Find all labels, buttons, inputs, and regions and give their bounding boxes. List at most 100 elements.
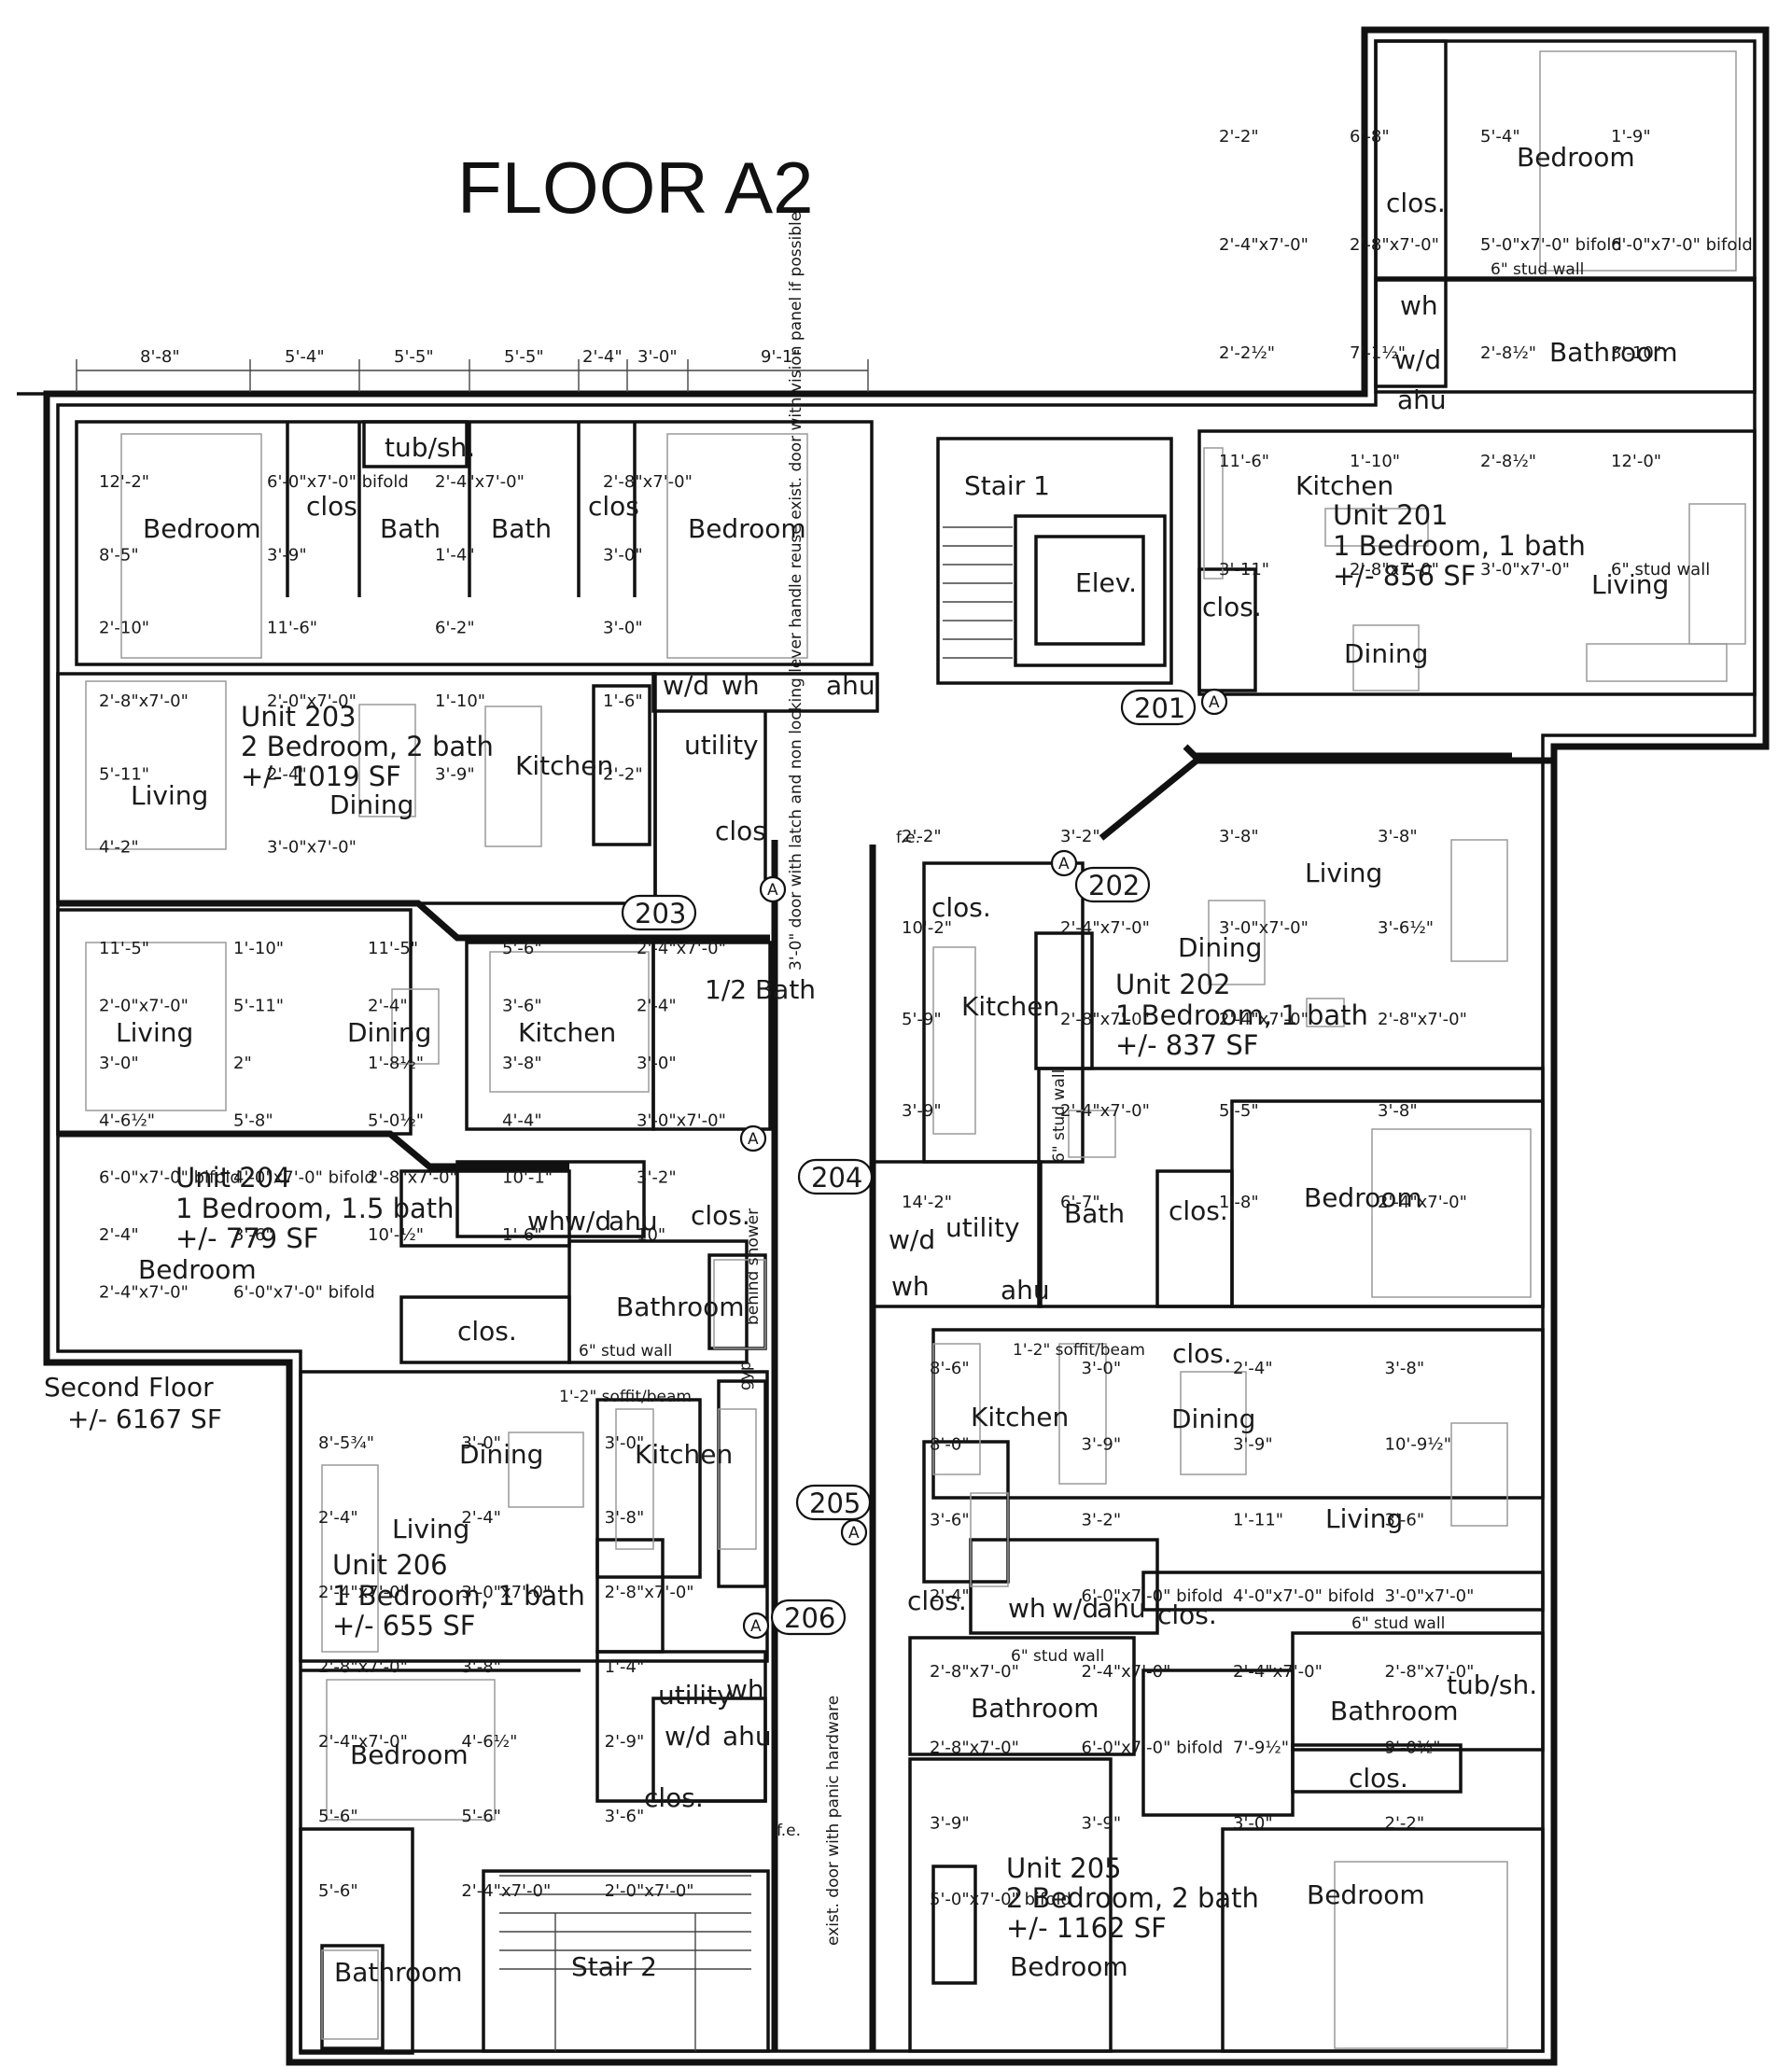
label-clos-203c: clos	[715, 816, 766, 846]
dim-u204-23: 10'-1"	[502, 1168, 553, 1188]
floor-area: +/- 6167 SF	[67, 1404, 222, 1434]
bubble-201: 201	[1134, 692, 1185, 724]
label-clos-201a: clos.	[1386, 188, 1446, 218]
dim-u205-4: 8'-0"	[930, 1434, 970, 1454]
dim-u202-15: 3'-8"	[1378, 1101, 1418, 1121]
dim-u201-17: 2'-8"x7'-0"	[1350, 560, 1439, 580]
unit-206-name: Unit 206	[332, 1549, 448, 1581]
dim-u205-21: 6'-0"x7'-0" bifold	[1082, 1738, 1224, 1757]
dim-u201-4: 2'-4"x7'-0"	[1219, 235, 1309, 255]
door-marker-204: A	[748, 1130, 759, 1149]
dim-u203-3: 2'-8"x7'-0"	[603, 472, 693, 492]
dim-u205-16: 2'-8"x7'-0"	[930, 1662, 1019, 1682]
note-stud-wall-204: 6" stud wall	[579, 1342, 672, 1361]
dim-u201-2: 5'-4"	[1480, 127, 1520, 147]
label-ahu-204: ahu	[609, 1206, 658, 1236]
label-clos-204b: clos.	[457, 1316, 517, 1347]
label-utility-206: utility	[658, 1680, 733, 1711]
dim-u202-12: 3'-9"	[902, 1101, 942, 1121]
dim-u205-19: 2'-8"x7'-0"	[1385, 1662, 1475, 1682]
dim-u203-13: 2'-0"x7'-0"	[267, 691, 357, 711]
dim-u202-16: 14'-2"	[902, 1193, 952, 1212]
dim-u202-0: 2'-2"	[902, 827, 942, 846]
dim-u205-11: 3'-6"	[1385, 1511, 1425, 1530]
door-marker-202: A	[1058, 855, 1070, 873]
dim-u203-2: 2'-4"x7'-0"	[435, 472, 525, 492]
dim-u201-18: 3'-0"x7'-0"	[1480, 560, 1570, 580]
dim-u202-4: 10'-2"	[902, 918, 952, 938]
dim-top-2: 5'-4"	[285, 347, 325, 367]
dim-u205-2: 2'-4"	[1233, 1359, 1273, 1378]
label-kitchen-204: Kitchen	[518, 1017, 616, 1048]
label-kitchen-206: Kitchen	[635, 1439, 733, 1470]
dim-u206-18: 5'-6"	[318, 1881, 358, 1901]
door-marker-206: A	[750, 1617, 762, 1636]
dim-u203-10: 6'-2"	[435, 619, 475, 638]
dim-u205-24: 3'-9"	[930, 1814, 970, 1834]
dim-u204-27: 10'-½"	[368, 1225, 424, 1245]
dim-u205-20: 2'-8"x7'-0"	[930, 1738, 1019, 1757]
dim-u204-22: 2'-8"x7'-0"	[368, 1168, 457, 1188]
label-bedroom-205a: Bedroom	[1307, 1879, 1425, 1910]
dim-u205-26: 3'-0"	[1233, 1814, 1273, 1834]
label-bedroom-203b: Bedroom	[688, 513, 806, 544]
dim-u205-12: 2'-4"	[930, 1586, 970, 1606]
label-wh-204: wh	[527, 1206, 566, 1236]
dim-top-6: 3'-0"	[637, 347, 678, 367]
dim-u203-16: 5'-11"	[99, 764, 149, 784]
unit-labels: Unit 201 1 Bedroom, 1 bath +/- 856 SF Un…	[175, 499, 1586, 1944]
dim-u205-23: 9'-0½"	[1385, 1738, 1441, 1757]
dim-u201-15: 12'-0"	[1611, 452, 1661, 471]
dim-u202-5: 2'-4"x7'-0"	[1060, 918, 1150, 938]
dim-u205-1: 3'-0"	[1082, 1359, 1122, 1378]
dim-u201-3: 1'-9"	[1611, 127, 1651, 147]
dim-top-5: 2'-4"	[582, 347, 623, 367]
dim-u204-5: 2'-0"x7'-0"	[99, 996, 189, 1015]
label-living-204: Living	[116, 1017, 193, 1048]
unit-206-desc: 1 Bedroom, 1 bath	[332, 1580, 585, 1612]
dim-u203-21: 3'-0"x7'-0"	[267, 838, 357, 858]
dim-u205-17: 2'-4"x7'-0"	[1082, 1662, 1171, 1682]
dim-u204-0: 11'-5"	[99, 939, 149, 958]
dim-u205-6: 3'-9"	[1233, 1434, 1273, 1454]
dim-u206-10: 3'-8"	[461, 1657, 501, 1677]
label-dining-206: Dining	[459, 1439, 543, 1470]
dim-u202-8: 5'-9"	[902, 1010, 942, 1029]
dim-u204-20: 6'-0"x7'-0" bifold	[99, 1168, 241, 1188]
label-wd-204: w/d	[565, 1206, 611, 1236]
dim-u202-10: 2'-4"x7'-0"	[1219, 1010, 1309, 1029]
label-clos-203b: clos	[588, 491, 639, 522]
dim-top-3: 5'-5"	[394, 347, 434, 367]
label-dining-201: Dining	[1344, 638, 1428, 669]
label-tub-203: tub/sh.	[385, 432, 475, 463]
bubble-202: 202	[1088, 870, 1140, 901]
dim-u203-6: 1'-4"	[435, 545, 475, 565]
dim-u201-16: 3'-11"	[1219, 560, 1269, 580]
dim-u201-1: 6'-8"	[1350, 127, 1390, 147]
dim-u206-11: 1'-4"	[605, 1657, 645, 1677]
bubble-205: 205	[809, 1487, 861, 1519]
label-halfbath-204: 1/2 Bath	[705, 974, 816, 1005]
dim-u201-9: 7'-1½"	[1350, 343, 1406, 363]
label-utility-203: utility	[684, 730, 759, 761]
note-stud-wall-202: 6" stud wall	[1050, 1069, 1069, 1163]
dim-u205-0: 8'-6"	[930, 1359, 970, 1378]
label-bathroom-206: Bathroom	[334, 1957, 463, 1988]
dim-u206-1: 3'-0"	[461, 1433, 501, 1453]
dim-u205-3: 3'-8"	[1385, 1359, 1425, 1378]
unit-bubbles: 201 202 203 204 205 206 A A A A A A	[621, 688, 1228, 1640]
dim-u203-20: 4'-2"	[99, 838, 139, 858]
dimension-labels: 2'-2" 6'-8" 5'-4" 1'-9" 2'-4"x7'-0" 2'-8"x7'-…	[99, 127, 1753, 1909]
unit-203-name: Unit 203	[241, 701, 357, 733]
dim-u206-2: 3'-0"	[605, 1433, 645, 1453]
exterior-walls	[17, 26, 1770, 2066]
label-living-201: Living	[1591, 569, 1669, 600]
stair-2-label: Stair 2	[571, 1951, 657, 1982]
dim-u205-18: 2'-4"x7'-0"	[1233, 1662, 1323, 1682]
plan-title: FLOOR A2	[457, 147, 813, 229]
label-clos-204a: clos.	[691, 1200, 750, 1231]
dim-u205-5: 3'-9"	[1082, 1434, 1122, 1454]
dim-u202-3: 3'-8"	[1378, 827, 1418, 846]
room-labels: Bedroom clos Bath Bath tub/sh. clos Bedr…	[116, 142, 1678, 1988]
dim-u202-18: 1'-8"	[1219, 1193, 1259, 1212]
